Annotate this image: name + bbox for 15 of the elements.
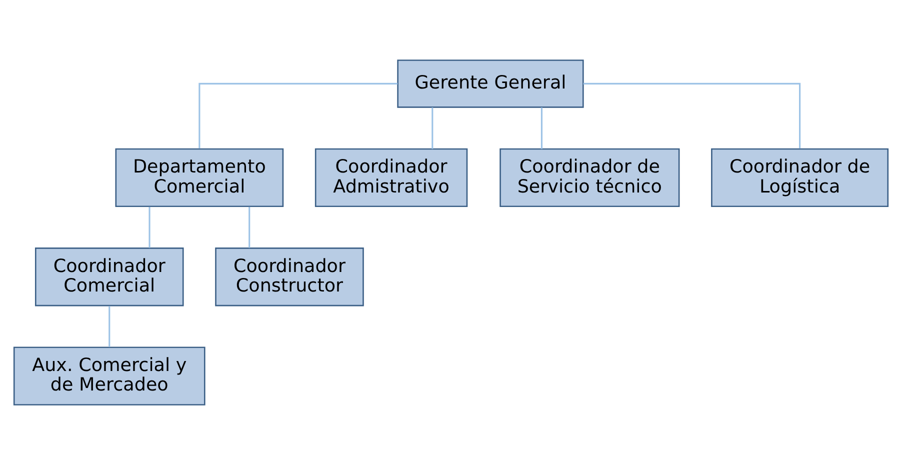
- node-box: Coordinador Admistrativo: [314, 148, 468, 208]
- node-box: Coordinador Constructor: [215, 248, 364, 306]
- node-box: Coordinador Comercial: [34, 248, 184, 306]
- connector: [540, 107, 542, 149]
- node-box: Coordinador de Servicio técnico: [500, 148, 680, 208]
- connector: [248, 206, 250, 248]
- connector: [148, 206, 150, 248]
- node-box: Departamento Comercial: [115, 148, 284, 208]
- node-box: Aux. Comercial y de Mercadeo: [13, 346, 206, 406]
- node-box: Coordinador de Logística: [711, 148, 889, 208]
- node-box: Gerente General: [397, 60, 584, 108]
- connector: [432, 107, 434, 149]
- connector: [108, 306, 110, 348]
- connector: [198, 82, 398, 148]
- connector: [583, 82, 801, 148]
